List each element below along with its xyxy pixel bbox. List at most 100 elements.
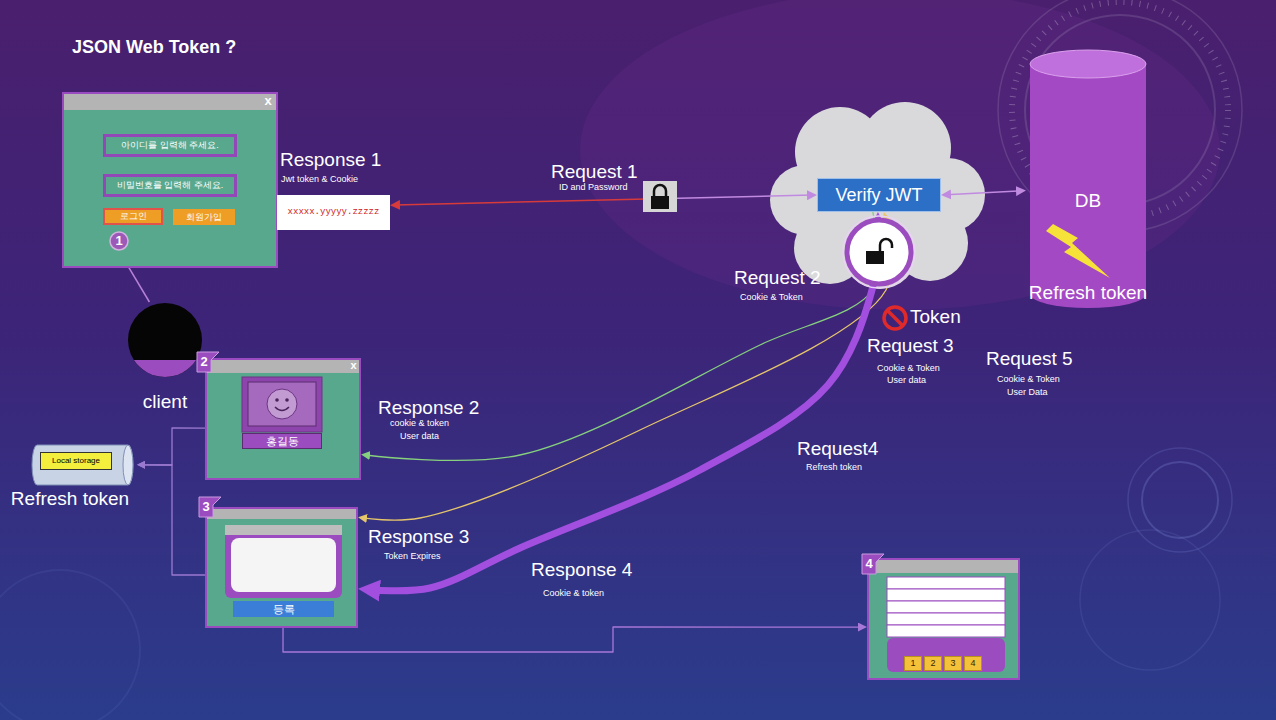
connector (366, 212, 880, 460)
no-sign-ring (884, 307, 906, 329)
connector (369, 223, 878, 591)
register-window: 3등록 (205, 507, 358, 628)
connector (141, 465, 205, 575)
placeholder: 비밀번호를 입력해 주세요. (117, 180, 224, 190)
avatar-frame (242, 377, 322, 432)
flow-label: Response 2 (378, 397, 479, 419)
flow-label: Token (910, 306, 961, 328)
smiley-mouth (275, 407, 289, 411)
cylinder-body (1030, 64, 1146, 308)
page-number: 2 (930, 658, 935, 668)
list-row (887, 613, 1005, 625)
lock-body (866, 251, 884, 264)
form-panel (225, 525, 342, 598)
login-window: x아이디를 입력해 주세요.비밀번호를 입력해 주세요.로그인회원가입1 (62, 92, 278, 268)
storage-caption: Refresh token (3, 487, 137, 511)
lock-body (651, 196, 669, 209)
page-button: 4 (964, 656, 982, 671)
diagram-title: JSON Web Token ? (72, 37, 236, 58)
database-cylinder: DBRefresh token (1026, 48, 1150, 312)
storage-label: Local storage (40, 452, 112, 470)
flow-label: Refresh token (806, 462, 862, 472)
smiley-eye (275, 398, 279, 402)
token-text: xxxxx.yyyyy.zzzzz (288, 207, 380, 217)
profile-window-shape (205, 358, 361, 480)
title-bar (869, 560, 1018, 573)
list-row (887, 601, 1005, 613)
connector (395, 195, 812, 205)
flow-label: Request 3 (867, 335, 954, 357)
jwt-token-box: xxxxx.yyyyy.zzzzz (277, 195, 390, 230)
decor-ring (1080, 530, 1220, 670)
outer-ring (843, 216, 915, 288)
signup-button: 회원가입 (173, 209, 235, 225)
user-name: 홍길동 (266, 435, 299, 448)
list-row (887, 625, 1005, 637)
verify-box: Verify JWT (817, 178, 941, 212)
connector (946, 191, 1021, 195)
password-input: 비밀번호를 입력해 주세요. (103, 174, 237, 197)
flow-label: Request 1 (551, 161, 638, 183)
decor-ring (1142, 462, 1218, 538)
box-label: Verify JWT (835, 185, 922, 206)
cylinder-body (32, 445, 133, 485)
glow (580, 0, 1220, 310)
user-name-box: 홍길동 (242, 433, 322, 449)
client-head (128, 303, 202, 377)
callout-flag (199, 497, 221, 517)
callout-circle: 1 (109, 231, 129, 251)
connector (283, 627, 863, 652)
flow-label: Request 2 (734, 267, 821, 289)
flow-label: User data (887, 375, 926, 385)
placeholder: 아이디를 입력해 주세요. (121, 140, 219, 150)
decor-ring (0, 570, 140, 720)
no-sign-bar (887, 310, 903, 326)
flow-label: Cookie & Token (997, 374, 1060, 384)
register-button: 등록 (233, 601, 334, 617)
storage-label-text: Local storage (52, 456, 100, 465)
lock-shackle (880, 239, 892, 251)
button-label: 회원가입 (186, 212, 222, 222)
flow-label: Jwt token & Cookie (281, 174, 358, 184)
flow-label: Response 1 (280, 149, 381, 171)
flow-label: User Data (1007, 387, 1048, 397)
callout-number: 2 (197, 352, 211, 372)
title-bar (207, 360, 359, 373)
callout-circle-shape (110, 232, 128, 250)
lightning-bolt (1046, 224, 1110, 278)
page-number: 4 (970, 658, 975, 668)
page-button: 2 (924, 656, 942, 671)
pager-panel (887, 638, 1005, 672)
no-sign (884, 307, 906, 329)
callout-number: 4 (862, 554, 876, 574)
local-storage-cylinder: Refresh token Local storage (3, 443, 137, 511)
cylinder-end (123, 445, 133, 485)
cloud-lobe (843, 215, 917, 289)
db-label: Refresh token (1020, 281, 1156, 305)
page-button: 1 (904, 656, 922, 671)
flow-label: cookie & token (390, 418, 449, 428)
lock-symbol (643, 181, 677, 212)
database-cylinder-shape (1026, 48, 1150, 312)
form-panel-bar (225, 525, 342, 535)
ring (847, 220, 911, 284)
client-figure: client (126, 302, 204, 414)
connector (363, 217, 893, 521)
login-button: 로그인 (103, 208, 163, 225)
title-bar (64, 94, 276, 110)
id-input: 아이디를 입력해 주세요. (103, 134, 237, 157)
flow-label: Request 5 (986, 348, 1073, 370)
client-label: client (120, 390, 210, 414)
flow-label: Response 3 (368, 526, 469, 548)
flow-label: User data (400, 431, 439, 441)
lock-tile (643, 181, 677, 212)
flow-label: Cookie & token (543, 588, 604, 598)
flow-label: Response 4 (531, 559, 632, 581)
flow-label: Request4 (797, 438, 878, 460)
callout-flag (862, 554, 884, 574)
list-row (887, 577, 1005, 589)
title-bar (207, 509, 356, 519)
smiley-eye (285, 398, 289, 402)
callout-number: 1 (115, 234, 122, 249)
